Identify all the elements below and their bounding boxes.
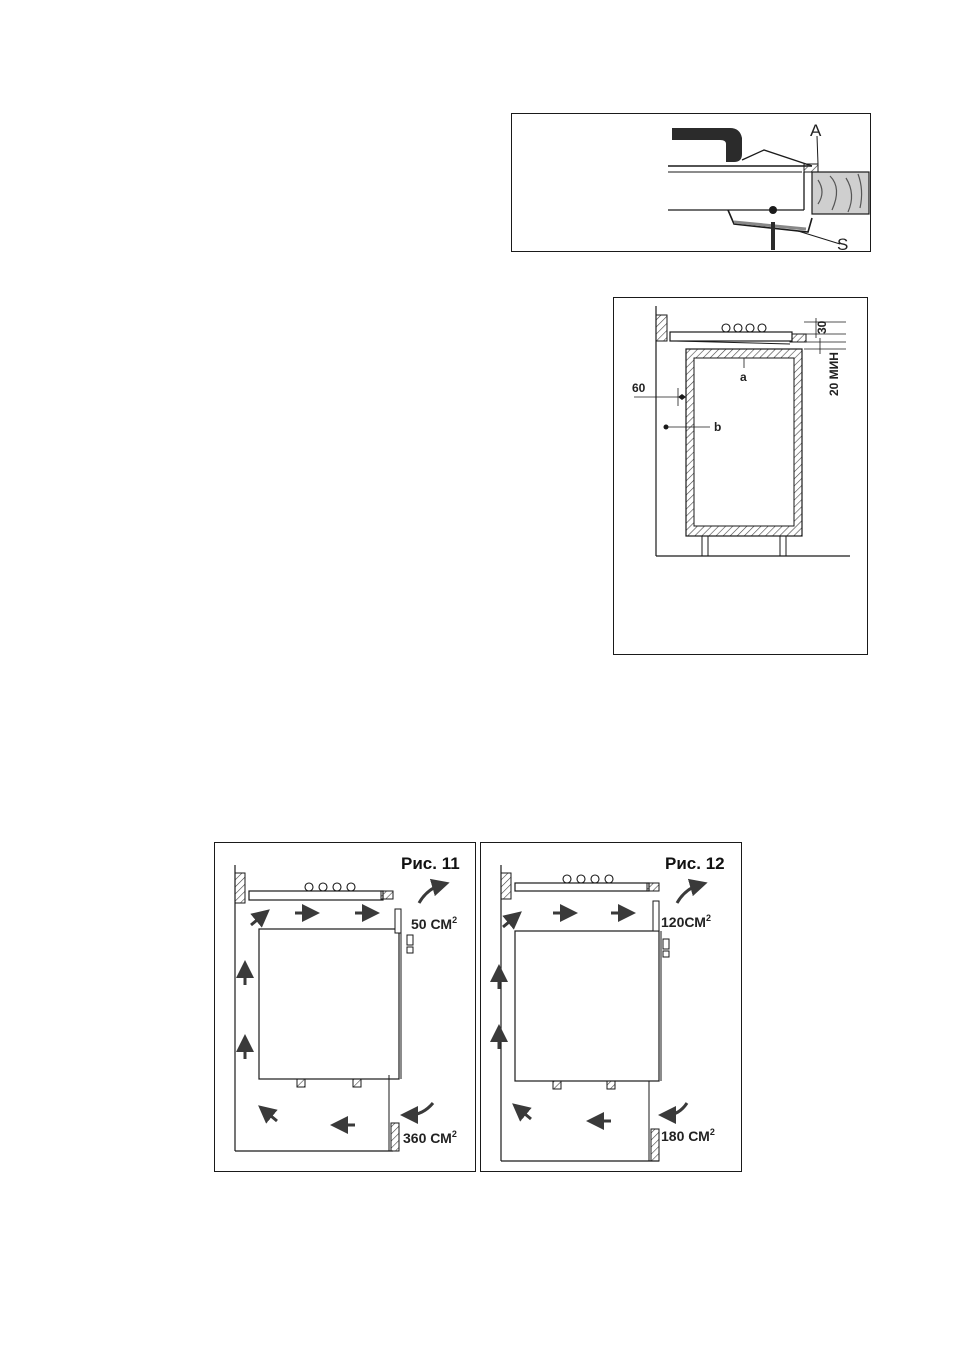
dim-30-label: 30 bbox=[815, 320, 829, 334]
oven-body bbox=[515, 931, 659, 1081]
burner-knob-icon bbox=[347, 883, 355, 891]
figure-11-panel: Рис. 11 bbox=[214, 842, 476, 1172]
label-b-side: b bbox=[714, 420, 721, 434]
burner-knob-icon bbox=[563, 875, 571, 883]
dim-20min-label: 20 МИН bbox=[827, 352, 841, 396]
figure-11-bottom-vent: 360 СМ2 bbox=[403, 1129, 457, 1146]
clearance-drawing: 30 20 МИН 60 a b bbox=[614, 298, 869, 656]
hob-body bbox=[249, 891, 383, 900]
hob-body bbox=[670, 332, 792, 341]
figure-12-title: Рис. 12 bbox=[665, 854, 725, 873]
burner-knob-icon bbox=[746, 324, 754, 332]
dim-60-label: 60 bbox=[632, 381, 646, 395]
label-a-top: a bbox=[740, 370, 747, 384]
burner-knob-icon bbox=[333, 883, 341, 891]
oven-knob-icon bbox=[663, 939, 669, 949]
screw-head-icon bbox=[769, 206, 777, 214]
burner-knob-icon bbox=[319, 883, 327, 891]
figure-11-top-vent: 50 СМ2 bbox=[411, 915, 457, 932]
burner-knob-icon bbox=[722, 324, 730, 332]
figure-12-top-vent: 120СМ2 bbox=[661, 913, 711, 930]
figure-12-bottom-vent: 180 СМ2 bbox=[661, 1127, 715, 1144]
clamp-detail-figure: A S bbox=[511, 113, 871, 252]
figure-11-title: Рис. 11 bbox=[401, 854, 460, 873]
burner-knob-icon bbox=[305, 883, 313, 891]
oven-knob-icon bbox=[407, 935, 413, 945]
figure-12-drawing: Рис. 12 bbox=[481, 843, 743, 1173]
clamp-detail-drawing: A S bbox=[512, 114, 872, 253]
screw-icon bbox=[771, 222, 775, 250]
burner-knob-icon bbox=[605, 875, 613, 883]
label-s: S bbox=[837, 235, 848, 254]
burner-knob-icon bbox=[758, 324, 766, 332]
seal-a bbox=[804, 164, 818, 172]
label-a: A bbox=[810, 121, 822, 140]
burner-knob-icon bbox=[591, 875, 599, 883]
clearance-figure: 30 20 МИН 60 a b bbox=[613, 297, 868, 655]
burner-knob-icon bbox=[577, 875, 585, 883]
figure-11-drawing: Рис. 11 bbox=[215, 843, 477, 1173]
burner-knob-icon bbox=[734, 324, 742, 332]
figure-12-panel: Рис. 12 bbox=[480, 842, 742, 1172]
oven-body bbox=[259, 929, 399, 1079]
hob-body bbox=[515, 883, 649, 891]
